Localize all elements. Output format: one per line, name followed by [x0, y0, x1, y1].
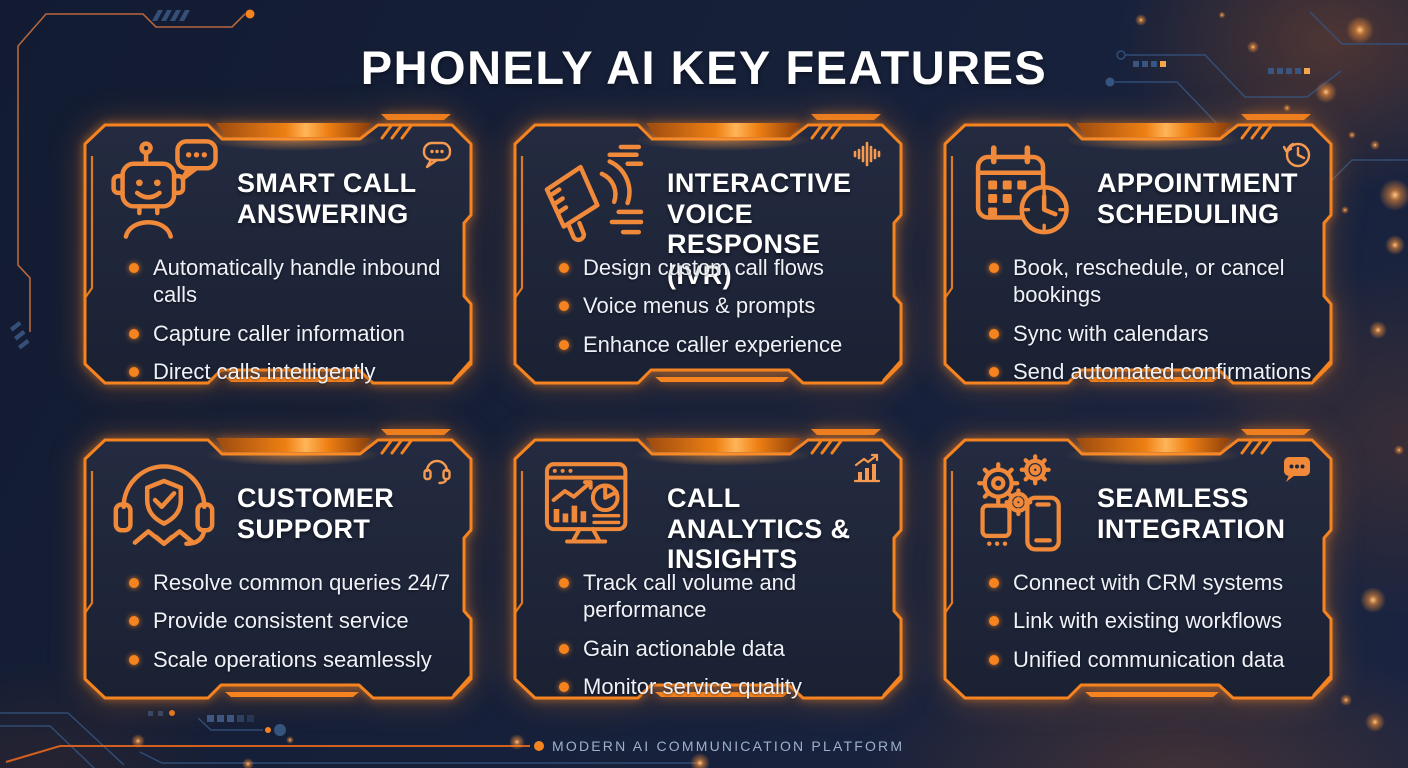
bullet-list: Automatically handle inbound calls Captu…	[129, 254, 459, 385]
bullet-text: Provide consistent service	[153, 608, 409, 634]
chat-dots-icon	[1281, 453, 1313, 485]
bullet-item: Send automated confirmations	[989, 358, 1319, 385]
bullet-item: Provide consistent service	[129, 607, 459, 634]
support-headset-icon	[105, 453, 223, 565]
headset-icon	[421, 453, 453, 485]
bullet-item: Unified communication data	[989, 646, 1319, 673]
bullet-dot-icon	[559, 301, 569, 312]
bullet-item: Automatically handle inbound calls	[129, 254, 459, 309]
bullet-dot-icon	[559, 681, 569, 692]
bullet-text: Book, reschedule, or cancel bookings	[1013, 255, 1285, 308]
bullet-list: Track call volume and performance Gain a…	[559, 569, 889, 700]
bullet-text: Send automated confirmations	[1013, 358, 1312, 384]
bullet-dot-icon	[989, 366, 999, 377]
bullet-text: Gain actionable data	[583, 635, 785, 661]
bullet-item: Link with existing workflows	[989, 607, 1319, 634]
bullet-item: Sync with calendars	[989, 320, 1319, 347]
bullet-item: Monitor service quality	[559, 673, 889, 700]
bullet-dot-icon	[559, 263, 569, 273]
bullet-dot-icon	[129, 328, 139, 339]
bullet-text: Design custom call flows	[583, 255, 824, 280]
bullet-item: Gain actionable data	[559, 635, 889, 662]
bullet-dot-icon	[559, 578, 569, 588]
bullet-item: Direct calls intelligently	[129, 358, 459, 385]
bullet-item: Resolve common queries 24/7	[129, 569, 459, 596]
feature-card-call-analytics: CALL ANALYTICS & INSIGHTS Track call vol…	[505, 427, 911, 711]
card-title: SEAMLESS INTEGRATION	[1097, 483, 1286, 544]
feature-card-smart-call-answering: SMART CALL ANSWERING Automatically handl…	[75, 112, 481, 396]
bullet-text: Voice menus & prompts	[583, 293, 816, 319]
bullet-list: Book, reschedule, or cancel bookings Syn…	[989, 254, 1319, 385]
feature-card-customer-support: CUSTOMER SUPPORT Resolve common queries …	[75, 427, 481, 711]
bullet-text: Link with existing workflows	[1013, 608, 1282, 634]
waveform-icon	[851, 138, 883, 170]
bullet-text: Unified communication data	[1013, 646, 1285, 672]
bullet-text: Monitor service quality	[583, 673, 802, 699]
analytics-dashboard-icon	[535, 453, 653, 565]
bullet-dot-icon	[559, 339, 569, 350]
card-title: CALL ANALYTICS & INSIGHTS	[667, 483, 851, 574]
bar-chart-icon	[851, 453, 883, 485]
feature-card-seamless-integration: SEAMLESS INTEGRATION Connect with CRM sy…	[935, 427, 1341, 711]
bullet-dot-icon	[989, 328, 999, 339]
bullet-item: Design custom call flows	[559, 254, 889, 281]
bullet-dot-icon	[129, 616, 139, 627]
bullet-list: Design custom call flows Voice menus & p…	[559, 254, 889, 358]
gears-phone-icon	[965, 453, 1083, 565]
bullet-text: Resolve common queries 24/7	[153, 570, 451, 595]
calendar-clock-icon	[965, 138, 1083, 250]
feature-card-interactive-voice-response: INTERACTIVE VOICE RESPONSE (IVR) Design …	[505, 112, 911, 396]
bullet-dot-icon	[129, 578, 139, 588]
bullet-text: Automatically handle inbound calls	[153, 255, 441, 308]
bullet-item: Book, reschedule, or cancel bookings	[989, 254, 1319, 309]
bullet-item: Connect with CRM systems	[989, 569, 1319, 596]
bullet-dot-icon	[559, 643, 569, 654]
bullet-text: Connect with CRM systems	[1013, 570, 1284, 595]
chat-bubble-icon	[421, 138, 453, 170]
bullet-dot-icon	[989, 578, 999, 588]
bullet-text: Capture caller information	[153, 320, 405, 346]
bullet-text: Sync with calendars	[1013, 320, 1209, 346]
bullet-text: Enhance caller experience	[583, 331, 843, 357]
footer-label: MODERN AI COMMUNICATION PLATFORM	[552, 738, 905, 754]
bullet-text: Direct calls intelligently	[153, 358, 376, 384]
bullet-item: Scale operations seamlessly	[129, 646, 459, 673]
bullet-dot-icon	[129, 654, 139, 665]
bullet-dot-icon	[989, 654, 999, 665]
feature-card-appointment-scheduling: APPOINTMENT SCHEDULING Book, reschedule,…	[935, 112, 1341, 396]
features-grid: SMART CALL ANSWERING Automatically handl…	[75, 112, 1341, 711]
bullet-item: Track call volume and performance	[559, 569, 889, 624]
card-title: SMART CALL ANSWERING	[237, 168, 416, 229]
bullet-dot-icon	[129, 263, 139, 273]
bullet-dot-icon	[989, 616, 999, 627]
bullet-text: Track call volume and performance	[583, 570, 797, 623]
bullet-item: Enhance caller experience	[559, 331, 889, 358]
card-title: CUSTOMER SUPPORT	[237, 483, 395, 544]
bullet-item: Voice menus & prompts	[559, 292, 889, 319]
card-title: INTERACTIVE VOICE RESPONSE (IVR)	[667, 168, 852, 290]
page-title: PHONELY AI KEY FEATURES	[360, 41, 1048, 94]
robot-chat-icon	[105, 138, 223, 250]
bullet-list: Connect with CRM systems Link with exist…	[989, 569, 1319, 673]
bullet-text: Scale operations seamlessly	[153, 646, 432, 672]
clock-refresh-icon	[1281, 138, 1313, 170]
bullet-item: Capture caller information	[129, 320, 459, 347]
bullet-dot-icon	[129, 366, 139, 377]
card-title: APPOINTMENT SCHEDULING	[1097, 168, 1298, 229]
bullet-list: Resolve common queries 24/7 Provide cons…	[129, 569, 459, 673]
bullet-dot-icon	[989, 263, 999, 273]
megaphone-icon	[535, 138, 653, 250]
